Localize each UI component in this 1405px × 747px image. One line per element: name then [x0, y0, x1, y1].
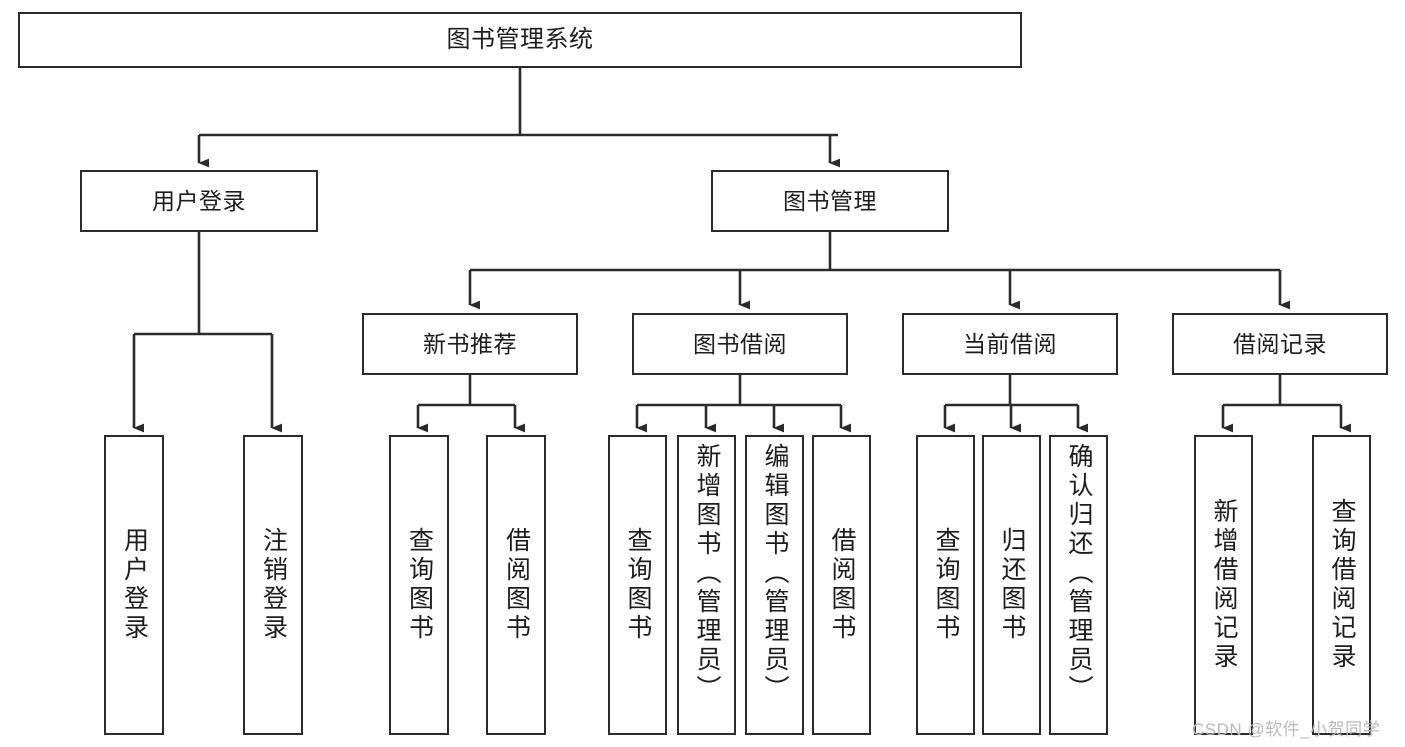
node-label: 查询借阅记录	[1328, 498, 1356, 672]
node-label: 借阅记录	[1233, 330, 1327, 357]
node-leaf-edit-book-admin[interactable]: 编辑图书（管理员）	[745, 435, 804, 735]
node-label: 图书借阅	[693, 330, 787, 357]
node-leaf-add-borrow-record[interactable]: 新增借阅记录	[1194, 435, 1253, 735]
node-label: 新书推荐	[423, 330, 517, 357]
node-leaf-logout-login[interactable]: 注销登录	[243, 435, 303, 735]
node-label: 归还图书	[998, 527, 1026, 643]
node-label: 图书管理	[783, 187, 877, 214]
node-leaf-borrow-book-1[interactable]: 借阅图书	[486, 435, 546, 735]
node-label: 借阅图书	[502, 527, 531, 643]
node-new-book-recommend[interactable]: 新书推荐	[362, 313, 578, 375]
node-leaf-return-book[interactable]: 归还图书	[982, 435, 1041, 735]
node-current-borrow[interactable]: 当前借阅	[902, 313, 1118, 375]
node-leaf-query-book-3[interactable]: 查询图书	[916, 435, 975, 735]
node-leaf-user-login[interactable]: 用户登录	[104, 435, 164, 735]
node-label: 查询图书	[624, 527, 652, 643]
node-leaf-query-book-2[interactable]: 查询图书	[608, 435, 667, 735]
node-leaf-add-book-admin[interactable]: 新增图书（管理员）	[677, 435, 736, 735]
node-label: 注销登录	[259, 527, 288, 643]
node-leaf-query-book-1[interactable]: 查询图书	[389, 435, 449, 735]
node-leaf-borrow-book-2[interactable]: 借阅图书	[812, 435, 871, 735]
node-label: 用户登录	[120, 527, 149, 643]
csdn-watermark: CSDN @软件_小贺同学	[1192, 720, 1381, 739]
node-label: 查询图书	[932, 527, 960, 643]
node-label: 用户登录	[152, 187, 246, 214]
node-label: 当前借阅	[963, 330, 1057, 357]
node-borrow-record[interactable]: 借阅记录	[1172, 313, 1388, 375]
node-root-book-management-system[interactable]: 图书管理系统	[18, 12, 1022, 68]
node-label: 新增借阅记录	[1210, 498, 1238, 672]
node-leaf-confirm-return-admin[interactable]: 确认归还（管理员）	[1049, 435, 1108, 735]
node-label: 借阅图书	[828, 527, 856, 643]
node-book-manage[interactable]: 图书管理	[711, 170, 949, 232]
node-user-login[interactable]: 用户登录	[80, 170, 318, 232]
node-label: 图书管理系统	[446, 26, 594, 54]
node-label: 编辑图书（管理员）	[761, 443, 789, 704]
node-book-borrow[interactable]: 图书借阅	[632, 313, 848, 375]
node-label: 确认归还（管理员）	[1065, 443, 1093, 704]
node-label: 新增图书（管理员）	[693, 443, 721, 704]
node-label: 查询图书	[405, 527, 434, 643]
node-leaf-query-borrow-record[interactable]: 查询借阅记录	[1312, 435, 1371, 735]
